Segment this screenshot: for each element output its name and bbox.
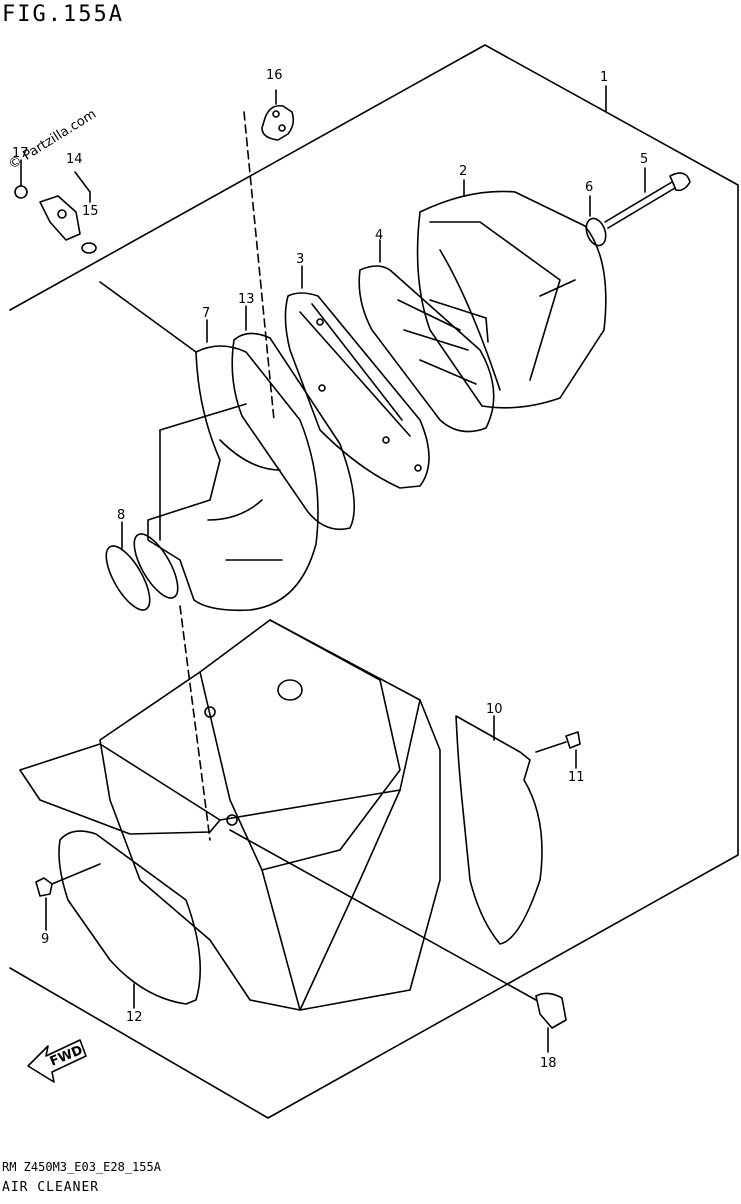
callout-16: 16 — [266, 68, 283, 83]
part-8-clamp — [105, 545, 151, 611]
callout-14: 14 — [66, 152, 83, 167]
footer-name: AIR CLEANER — [2, 1180, 100, 1195]
callout-12: 12 — [126, 1010, 143, 1025]
callout-9: 9 — [41, 932, 50, 947]
callout-17: 17 — [12, 146, 29, 161]
callout-1: 1 — [600, 70, 609, 85]
part-6-washer — [585, 217, 607, 247]
callout-5: 5 — [640, 152, 649, 167]
part-3-holder — [284, 292, 430, 489]
callout-8: 8 — [117, 508, 126, 523]
part-10-cover — [455, 715, 543, 945]
callout-3: 3 — [296, 252, 305, 267]
figure-title: FIG.155A — [2, 2, 124, 27]
part-7-boot — [147, 345, 319, 612]
part-18-bolt — [535, 992, 567, 1029]
part-17-oring — [14, 185, 28, 199]
callout-10: 10 — [486, 702, 503, 717]
callout-2: 2 — [459, 164, 468, 179]
callout-15: 15 — [82, 204, 99, 219]
lower-cover — [19, 743, 221, 835]
fwd-arrow — [27, 1039, 87, 1083]
callout-11: 11 — [568, 770, 585, 785]
callout-6: 6 — [585, 180, 594, 195]
part-9-nut — [35, 877, 53, 897]
part-14-sensor — [39, 195, 81, 241]
part-4-cage — [358, 265, 495, 433]
footer-code: RM Z450M3_E03_E28_155A — [2, 1160, 161, 1174]
callout-4: 4 — [375, 228, 384, 243]
callout-13: 13 — [238, 292, 255, 307]
assembly-frame — [9, 44, 739, 1119]
part-5-bolt — [604, 181, 676, 229]
part-15-oring — [81, 242, 97, 254]
part-12-gasket — [58, 830, 202, 1005]
part-2-filter — [416, 190, 607, 409]
part-11-bolt — [565, 731, 581, 749]
callout-7: 7 — [202, 306, 211, 321]
callout-18: 18 — [540, 1056, 557, 1071]
part-16-bracket — [261, 104, 295, 141]
part-13-gasket — [231, 332, 355, 531]
